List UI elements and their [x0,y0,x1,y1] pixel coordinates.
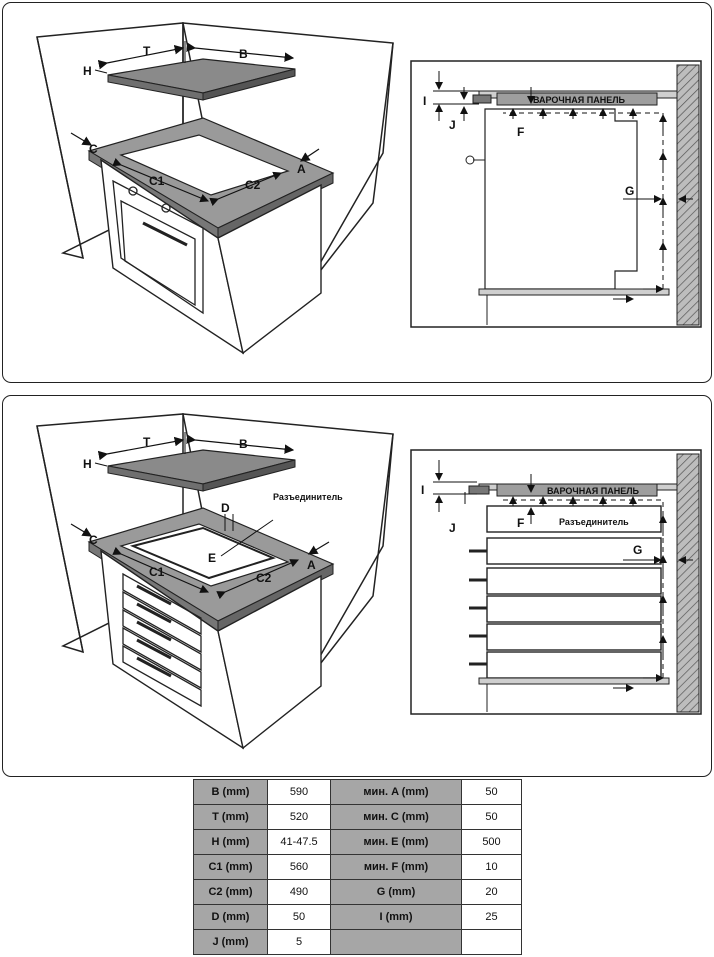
dimensions-table: B (mm) 590 мин. A (mm) 50 T (mm) 520 мин… [193,779,522,955]
label-G: G [633,543,642,557]
label-C1: C1 [149,174,165,188]
section-view-top [410,60,702,328]
label-F: F [517,125,524,139]
label-C1: C1 [149,565,165,579]
hob-panel-label: ВАРОЧНАЯ ПАНЕЛЬ [533,95,626,105]
label-A: A [297,162,306,176]
table-row: T (mm) 520 мин. C (mm) 50 [193,804,522,830]
separator-label: Разъединитель [273,492,343,502]
table-key: мин. F (mm) [330,854,462,880]
table-row: D (mm) 50 I (mm) 25 [193,904,522,930]
table-key: мин. C (mm) [330,804,462,830]
table-value: 10 [461,854,522,880]
label-I: I [421,483,424,497]
table-key: C1 (mm) [193,854,268,880]
oven-installation-diagram: T B H C A C1 C2 [36,22,702,355]
label-A: A [307,558,316,572]
table-value: 50 [267,904,331,930]
table-value: 20 [461,879,522,905]
table-key: G (mm) [330,879,462,905]
table-key: H (mm) [193,829,268,855]
label-C2: C2 [256,571,272,585]
bottom-installation-panel: T B H Разъединитель D E C A C1 C2 [2,395,712,777]
label-F: F [517,516,524,530]
table-value: 50 [461,804,522,830]
table-key: J (mm) [193,929,268,955]
label-D: D [221,501,230,515]
table-value: 560 [267,854,331,880]
label-H: H [83,457,92,471]
table-value: 5 [267,929,331,955]
label-T: T [143,44,151,58]
label-G: G [625,184,634,198]
label-C: C [89,533,98,547]
hob-panel-label: ВАРОЧНАЯ ПАНЕЛЬ [547,486,640,496]
table-value: 520 [267,804,331,830]
label-T: T [143,435,151,449]
table-value: 25 [461,904,522,930]
label-C2: C2 [245,178,261,192]
table-value: 50 [461,779,522,805]
table-row: B (mm) 590 мин. A (mm) 50 [193,779,522,805]
table-value: 500 [461,829,522,855]
label-B: B [239,47,248,61]
built-in-oven [112,179,204,315]
table-value: 490 [267,879,331,905]
label-J: J [449,521,456,535]
label-J: J [449,118,456,132]
table-row: C1 (mm) 560 мин. F (mm) 10 [193,854,522,880]
drawer-installation-diagram: T B H Разъединитель D E C A C1 C2 [36,413,702,750]
table-key: D (mm) [193,904,268,930]
table-row: J (mm) 5 [193,929,522,955]
table-row: C2 (mm) 490 G (mm) 20 [193,879,522,905]
label-C: C [89,142,98,156]
table-key: I (mm) [330,904,462,930]
separator-label-section: Разъединитель [559,517,629,527]
label-E: E [208,551,216,565]
table-row: H (mm) 41-47.5 мин. E (mm) 500 [193,829,522,855]
section-view-bottom [410,449,702,715]
label-H: H [83,64,92,78]
table-key: мин. A (mm) [330,779,462,805]
table-value: 590 [267,779,331,805]
table-empty-cell [330,929,462,955]
top-installation-panel: T B H C A C1 C2 [2,2,712,383]
table-key: B (mm) [193,779,268,805]
drawer-stack [122,572,202,708]
table-value: 41-47.5 [267,829,331,855]
table-empty-cell [461,929,522,955]
label-B: B [239,437,248,451]
label-I: I [423,94,426,108]
table-key: C2 (mm) [193,879,268,905]
table-key: T (mm) [193,804,268,830]
table-key: мин. E (mm) [330,829,462,855]
